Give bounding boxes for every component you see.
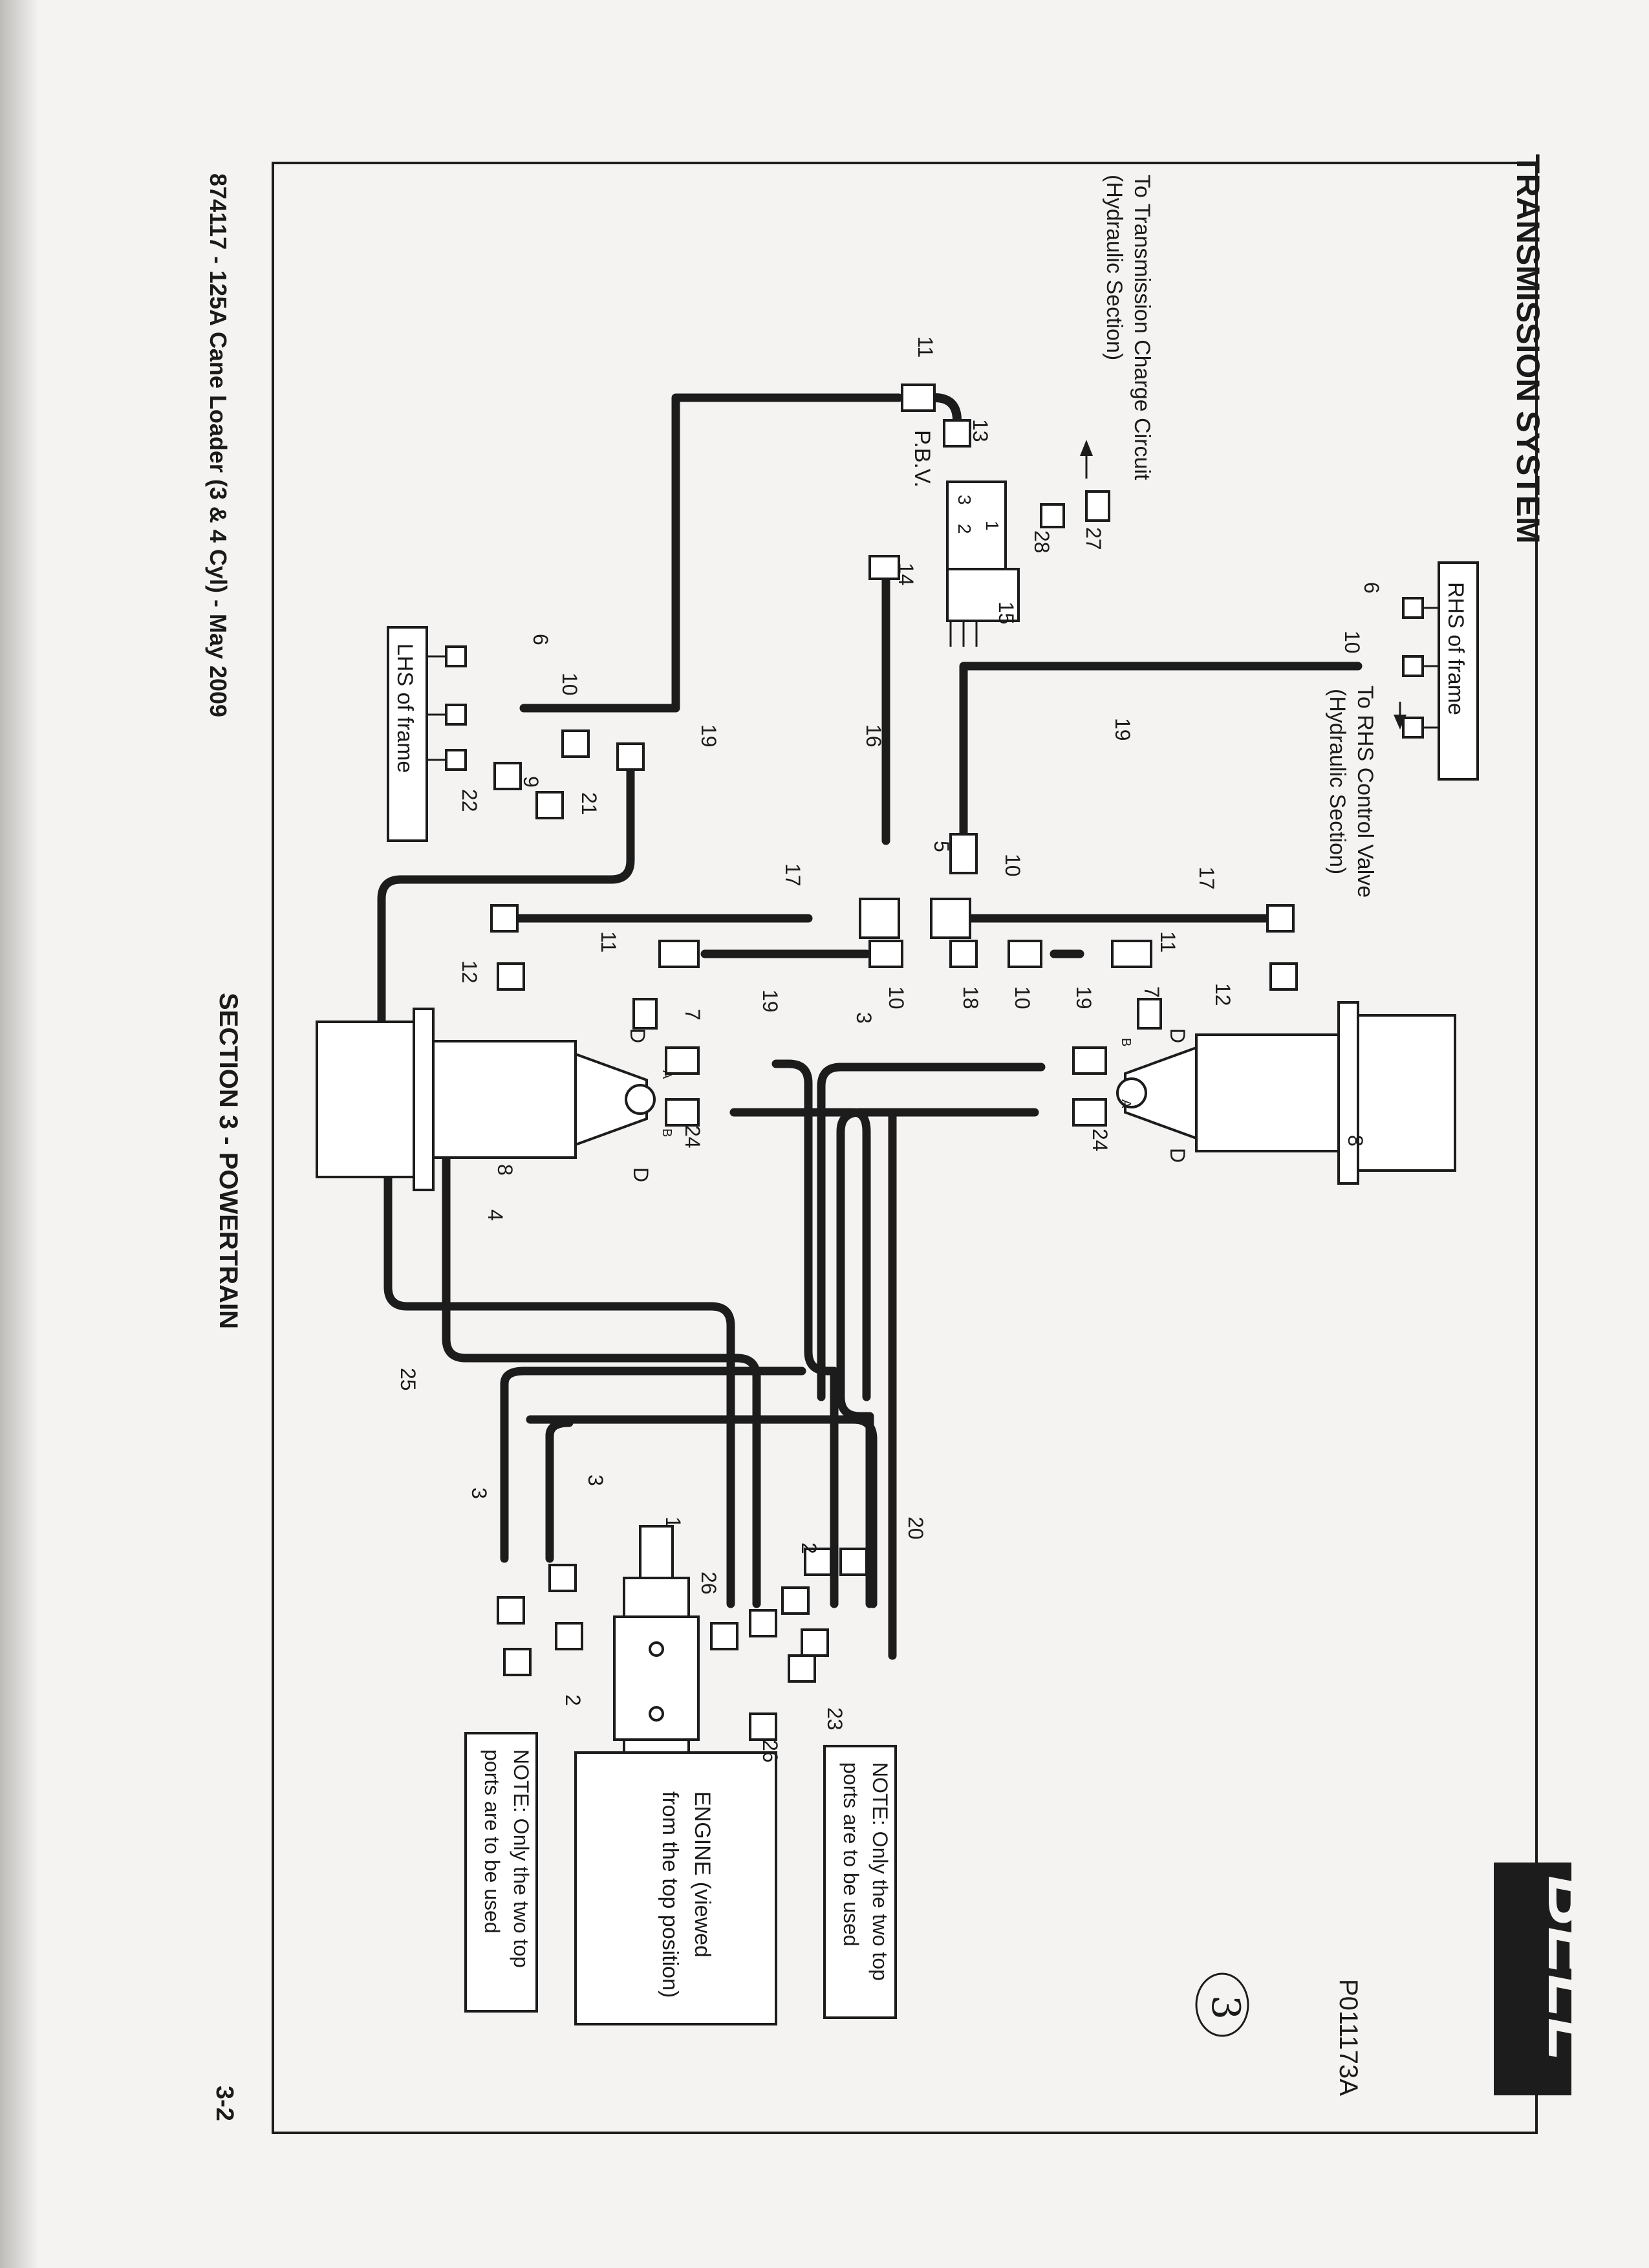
left-drive-motor [316, 1008, 656, 1191]
callout-11b: 11 [597, 931, 620, 953]
port-b-left: B [660, 1129, 674, 1137]
svg-text:2: 2 [954, 524, 975, 534]
callout-13: 13 [969, 419, 992, 442]
callout-7a: 7 [681, 1009, 704, 1021]
callout-7b: 7 [1140, 986, 1163, 998]
svg-text:ports are to be used: ports are to be used [480, 1749, 504, 1934]
svg-text:ports are to be used: ports are to be used [839, 1762, 863, 1947]
callout-5: 5 [930, 841, 953, 852]
svg-text:RHS of frame: RHS of frame [1443, 582, 1468, 715]
callout-25: 25 [396, 1368, 420, 1391]
port-d1-left: D [629, 1167, 652, 1182]
callout-24a: 24 [681, 1125, 704, 1149]
svg-text:3: 3 [954, 495, 975, 505]
port-d2-left: D [626, 1028, 649, 1043]
callout-26a: 26 [697, 1571, 720, 1595]
callout-17b: 17 [1195, 867, 1218, 890]
callout-3c: 3 [468, 1487, 491, 1499]
fittings [490, 383, 1298, 1741]
port-d1-right: D [1166, 1028, 1189, 1043]
callout-8b: 8 [1344, 1135, 1367, 1147]
callout-8a: 8 [493, 1164, 517, 1176]
callout-1: 1 [662, 1517, 685, 1528]
page-title: TRANSMISSION SYSTEM [1510, 154, 1546, 544]
callout-14: 14 [894, 563, 918, 586]
page-number: 3-2 [211, 2086, 238, 2121]
callout-19b: 19 [697, 724, 720, 748]
bell-logo: BELL [1494, 1863, 1613, 2095]
rhs-frame-bracket: RHS of frame [1402, 561, 1479, 781]
note-charge-circuit: To Transmission Charge Circuit [1130, 175, 1154, 481]
diagram-frame [272, 162, 1538, 2134]
callout-9: 9 [519, 776, 543, 788]
callout-21: 21 [577, 792, 601, 815]
book-spine-shadow [0, 0, 39, 2268]
lhs-frame-bracket: LHS of frame [387, 626, 467, 842]
svg-text:3: 3 [1203, 1995, 1248, 2020]
figure-code: P011173A [1334, 1979, 1363, 2096]
port-b-right: B [1119, 1038, 1133, 1046]
note-box-lower: NOTE: Only the two top ports are to be u… [464, 1732, 538, 2013]
callout-22: 22 [458, 789, 481, 812]
arrow-charge-circuit [1080, 440, 1093, 479]
note-box-upper: NOTE: Only the two top ports are to be u… [823, 1745, 897, 2019]
callout-6a: 6 [1360, 582, 1383, 594]
callout-12b: 12 [1211, 983, 1234, 1006]
engine-box: ENGINE (viewed from the top position) [574, 1751, 777, 2025]
callout-15: 15 [995, 601, 1018, 625]
callout-27: 27 [1082, 527, 1105, 550]
port-a-left: A [660, 1070, 674, 1079]
svg-text:LHS of frame: LHS of frame [393, 643, 417, 773]
svg-text:BELL: BELL [1533, 1875, 1613, 2061]
callout-4: 4 [484, 1209, 507, 1221]
callout-17a: 17 [781, 863, 804, 887]
callout-19d: 19 [1072, 986, 1095, 1010]
section-title: SECTION 3 - POWERTRAIN [214, 993, 242, 1329]
callout-2a: 2 [797, 1542, 821, 1554]
right-drive-motor [1116, 1001, 1456, 1185]
note-charge-circuit-sub: (Hydraulic Section) [1102, 175, 1126, 360]
svg-text:NOTE: Only the two top: NOTE: Only the two top [510, 1749, 533, 1968]
port-a-right: A [1119, 1099, 1133, 1108]
svg-text:from the top position): from the top position) [658, 1791, 682, 1998]
callout-10b: 10 [558, 673, 581, 696]
callout-6b: 6 [529, 634, 552, 645]
callout-3b: 3 [584, 1474, 607, 1486]
callout-2b: 2 [561, 1694, 585, 1706]
svg-text:ENGINE (viewed: ENGINE (viewed [690, 1791, 715, 1958]
callout-10e: 10 [1011, 986, 1034, 1010]
callout-19a: 19 [1111, 718, 1134, 741]
callout-12a: 12 [458, 960, 481, 984]
callout-11c: 11 [1156, 931, 1180, 953]
callout-28: 28 [1030, 530, 1053, 554]
callout-11a: 11 [914, 336, 937, 358]
callout-3a: 3 [852, 1012, 876, 1024]
pbv-valve: 3 1 2 [946, 481, 1020, 647]
callout-23: 23 [823, 1707, 846, 1731]
svg-text:NOTE: Only the two top: NOTE: Only the two top [868, 1762, 892, 1981]
callout-10d: 10 [885, 986, 908, 1010]
callouts: 1 2 2 3 3 3 4 5 6 6 7 7 8 8 9 10 10 10 1… [396, 336, 1383, 1763]
note-rhs-control: To RHS Control Valve [1353, 686, 1377, 898]
footer-text: 874117 - 125A Cane Loader (3 & 4 Cyl) - … [205, 173, 232, 717]
callout-16: 16 [862, 724, 885, 748]
note-rhs-control-sub: (Hydraulic Section) [1325, 689, 1350, 874]
callout-26b: 26 [759, 1740, 782, 1763]
callout-18: 18 [959, 986, 982, 1010]
handwritten-mark: 3 [1195, 1972, 1249, 2037]
callout-10c: 10 [1001, 854, 1024, 877]
callout-24b: 24 [1088, 1129, 1112, 1152]
callout-10a: 10 [1341, 631, 1364, 654]
port-d2-right: D [1166, 1148, 1189, 1163]
label-pbv: P.B.V. [910, 430, 934, 488]
callout-20: 20 [904, 1517, 927, 1540]
svg-text:1: 1 [982, 521, 1002, 531]
callout-19c: 19 [759, 989, 782, 1013]
hoses [377, 393, 1363, 1660]
